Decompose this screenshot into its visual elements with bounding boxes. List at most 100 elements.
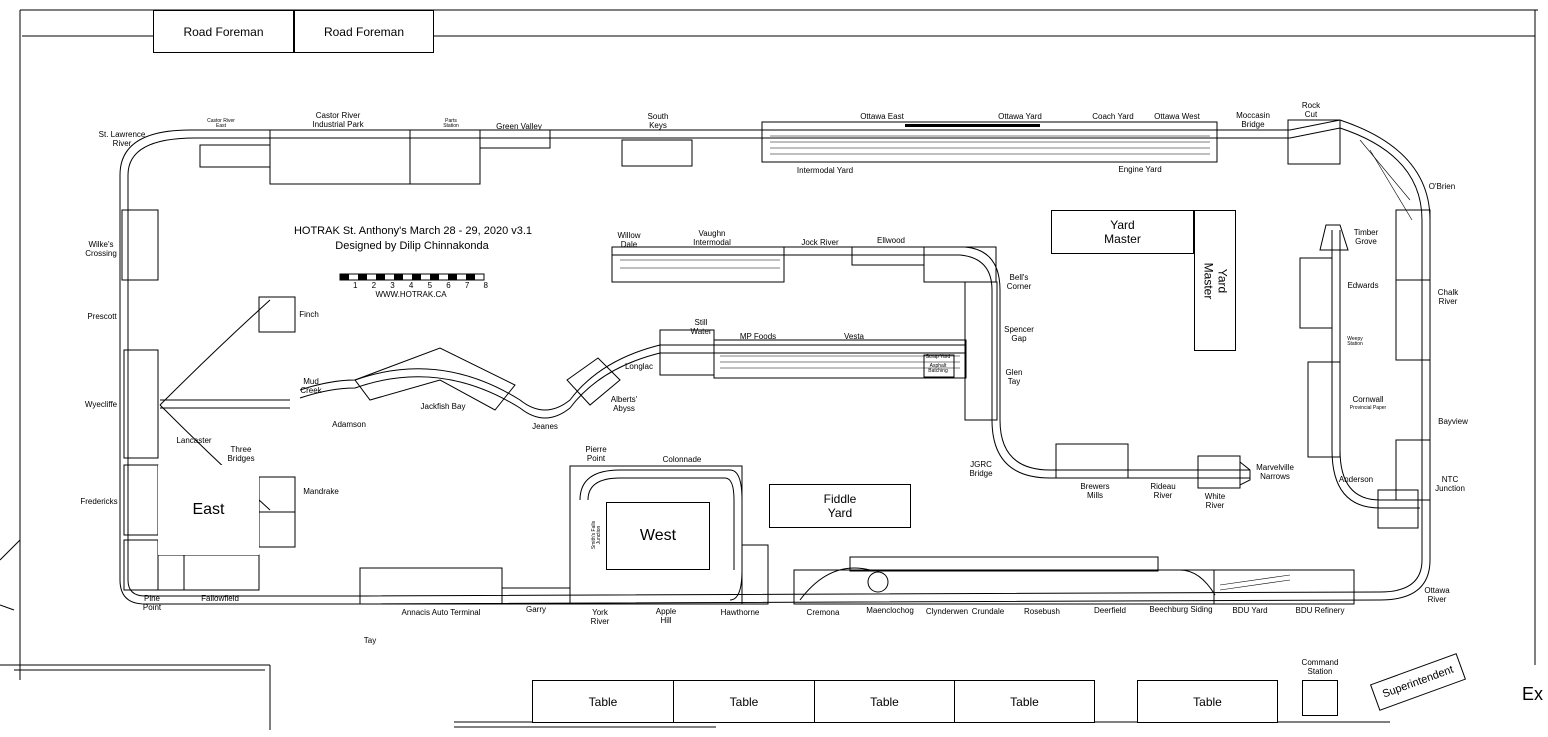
label-beechburg-siding: Beechburg Siding: [1149, 605, 1213, 614]
table-label: Table: [870, 694, 899, 709]
command-station-box: [1302, 680, 1338, 716]
table-1: Table: [532, 680, 674, 723]
label-chalk-river: Chalk River: [1437, 288, 1459, 306]
label-cornwall: Cornwall: [1352, 395, 1384, 404]
east-box: East: [158, 465, 259, 555]
fiddle-yard-label: Fiddle Yard: [823, 492, 857, 520]
label-jgrc-bridge: JGRC Bridge: [969, 460, 993, 478]
label-longlac: Longlac: [624, 362, 654, 371]
west-label: West: [639, 527, 677, 544]
label-castor-river-east: Castor River East: [207, 118, 235, 129]
scale-tick: 8: [483, 281, 488, 290]
label-glen-tay: Glen Tay: [1005, 368, 1023, 386]
label-jackfish-bay: Jackfish Bay: [420, 402, 466, 411]
label-bayview: Bayview: [1438, 417, 1468, 426]
yard-master-vertical-label: Yard Master: [1201, 262, 1229, 299]
label-york-river: York River: [590, 608, 610, 626]
scale-tick: 4: [408, 281, 414, 290]
label-south-keys: South Keys: [647, 112, 669, 130]
label-deerfield: Deerfield: [1093, 606, 1127, 615]
label-bdu-refinery: BDU Refinery: [1295, 606, 1345, 615]
label-jock-river: Jock River: [801, 238, 839, 247]
ottawa-yard-fill: [905, 124, 1040, 127]
diagram-title: HOTRAK St. Anthony's March 28 - 29, 2020…: [293, 225, 533, 237]
label-obrien: O'Brien: [1428, 182, 1456, 191]
label-prescott: Prescott: [87, 312, 117, 321]
road-foreman-box-2: Road Foreman: [294, 10, 434, 53]
label-colonnade: Colonnade: [662, 455, 702, 464]
table-label: Table: [729, 694, 759, 709]
label-brewers-mills: Brewers Mills: [1080, 482, 1110, 500]
table-label: Table: [588, 694, 618, 709]
label-provincial-paper: Provincial Paper: [1349, 405, 1387, 411]
road-foreman-box-1: Road Foreman: [153, 10, 294, 53]
label-ellwood: Ellwood: [876, 236, 906, 245]
label-edwards: Edwards: [1347, 281, 1379, 290]
label-crundale: Crundale: [971, 607, 1005, 616]
label-adamson: Adamson: [332, 420, 366, 429]
label-mud-creek: Mud Creek: [300, 377, 322, 395]
label-ntc-junction: NTC Junction: [1435, 475, 1465, 493]
yard-tracks: [620, 129, 1413, 591]
label-pierre-point: Pierre Point: [585, 445, 607, 463]
label-willow-dale: Willow Dale: [617, 231, 641, 249]
diagram-designer: Designed by Dilip Chinnakonda: [335, 240, 489, 252]
scale-tick: 2: [371, 281, 377, 290]
label-white-river: White River: [1204, 492, 1226, 510]
label-annacis: Annacis Auto Terminal: [401, 608, 481, 617]
label-engine-yard: Engine Yard: [1118, 165, 1162, 174]
label-cremona: Cremona: [806, 608, 840, 617]
website-label: WWW.HOTRAK.CA: [375, 290, 447, 299]
label-ottawa-east: Ottawa East: [860, 112, 904, 121]
road-foreman-label-1: Road Foreman: [183, 24, 264, 39]
label-maenclochog: Maenclochog: [866, 606, 914, 615]
yard-master-label: Yard Master: [1104, 218, 1141, 246]
label-clynderwen: Clynderwen: [925, 607, 969, 616]
table-3: Table: [814, 680, 955, 723]
scale-tick: 1: [353, 281, 358, 290]
label-scrap-yard: Scrap Yard: [925, 354, 951, 360]
label-jeanes: Jeanes: [532, 422, 558, 431]
label-still-water: Still Water: [690, 318, 712, 336]
table-label: Table: [1193, 694, 1222, 709]
table-5: Table: [1137, 680, 1278, 723]
label-moccasin-bridge: Moccasin Bridge: [1236, 111, 1270, 129]
label-garry: Garry: [526, 605, 546, 614]
label-timber-grove: Timber Grove: [1353, 228, 1379, 246]
module-boxes: [121, 119, 1431, 605]
yard-master-box: Yard Master: [1051, 210, 1194, 254]
scale-tick: 5: [427, 281, 433, 290]
label-fredericks: Fredericks: [80, 497, 118, 506]
table-4: Table: [954, 680, 1095, 723]
label-finch: Finch: [299, 310, 319, 319]
label-hawthorne: Hawthorne: [720, 608, 760, 617]
label-alberts-abyss: Alberts' Abyss: [610, 395, 638, 413]
label-marvelville-narrows: Marvelville Narrows: [1256, 463, 1294, 481]
exit-label: Ex: [1522, 684, 1544, 704]
label-rideau-river: Rideau River: [1150, 482, 1176, 500]
label-mandrake: Mandrake: [303, 487, 339, 496]
label-castor-river-industrial-park: Castor River Industrial Park: [312, 111, 364, 129]
label-green-valley: Green Valley: [496, 122, 542, 131]
label-spencer-gap: Spencer Gap: [1004, 325, 1034, 343]
label-apple-hill: Apple Hill: [655, 607, 677, 625]
label-ottawa-west: Ottawa West: [1154, 112, 1200, 121]
scale-bar-fill: [340, 274, 475, 280]
scale-ticks: 1 2 3 4 5 6 7 8: [353, 281, 488, 290]
command-station-label: Command Station: [1301, 658, 1339, 676]
main-loop-track: [119, 119, 1431, 605]
label-anderson: Anderson: [1338, 475, 1374, 484]
label-fallowfield: Fallowfield: [201, 594, 239, 603]
scale-tick: 3: [390, 281, 395, 290]
label-intermodal-yard: Intermodal Yard: [796, 166, 854, 175]
east-label: East: [192, 501, 225, 518]
label-st-lawrence-river: St. Lawrence River: [98, 130, 146, 148]
label-ottawa-yard: Ottawa Yard: [998, 112, 1042, 121]
label-coach-yard: Coach Yard: [1092, 112, 1134, 121]
label-rock-cut: Rock Cut: [1301, 101, 1321, 119]
label-parts-station: Parts Station: [443, 118, 459, 129]
scale-tick: 7: [464, 281, 470, 290]
label-wyecliffe: Wyecliffe: [84, 400, 118, 409]
label-bells-corner: Bell's Corner: [1006, 273, 1032, 291]
label-vesta: Vesta: [843, 332, 865, 341]
